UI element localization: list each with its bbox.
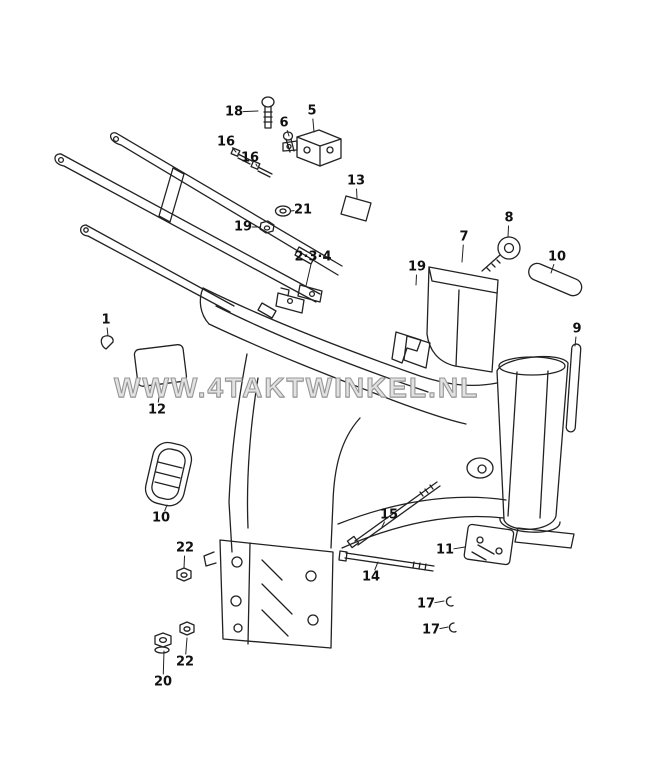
part-label-6: 6: [279, 115, 289, 131]
leader-line-22: [184, 556, 185, 568]
leader-line-5: [313, 119, 314, 132]
bolt-18-shaft: [264, 106, 272, 128]
part-label-9: 9: [572, 321, 582, 337]
rear-rails: [55, 133, 342, 318]
leader-line-7: [462, 245, 463, 262]
small-hardware: [155, 524, 514, 653]
part-label-5: 5: [307, 103, 317, 119]
knob-8: [498, 237, 520, 259]
nut-22b: [180, 622, 194, 635]
pad-12: [134, 344, 187, 387]
badge-10-left: [143, 440, 195, 509]
leader-line-11: [454, 547, 465, 549]
leader-lines: [107, 111, 576, 674]
battery-box: [392, 237, 520, 372]
part-label-22: 22: [175, 654, 195, 670]
part-label-11: 11: [435, 542, 455, 558]
plate-13: [341, 196, 371, 221]
part-label-16: 16: [240, 150, 260, 166]
leader-line-14: [375, 562, 378, 570]
strip-10-right: [526, 261, 584, 299]
part-label-18: 18: [224, 104, 244, 120]
part-label-17: 17: [421, 622, 441, 638]
leader-line-18: [243, 111, 258, 112]
bolt-15: [355, 482, 440, 545]
leader-line-10: [165, 505, 167, 511]
part-label-19: 19: [233, 219, 253, 235]
part-label-15: 15: [379, 507, 399, 523]
bolt-16b: [251, 161, 260, 169]
leader-line-20: [163, 651, 164, 674]
part-label-8: 8: [504, 210, 514, 226]
leader-line-10: [551, 264, 554, 273]
clip-17a: [446, 597, 453, 606]
main-frame: [200, 288, 574, 648]
part-label-17: 17: [416, 596, 436, 612]
long-bolts: [339, 482, 440, 571]
part-label-2·3·4: 2·3·4: [294, 249, 332, 265]
head-tube: [497, 357, 568, 530]
part-label-19: 19: [407, 259, 427, 275]
leader-line-12: [158, 390, 160, 402]
leader-line-22: [186, 638, 187, 654]
leader-line-19: [416, 275, 417, 285]
plate-11: [464, 524, 514, 565]
part-label-14: 14: [361, 569, 381, 585]
bolt-18-head: [262, 97, 274, 107]
part-label-7: 7: [459, 229, 469, 245]
part-label-21: 21: [293, 202, 313, 218]
clip-17b: [449, 623, 456, 632]
seat-brackets: [276, 285, 322, 313]
part-label-16: 16: [216, 134, 236, 150]
leader-line-9: [575, 337, 576, 346]
leader-line-16: [232, 148, 236, 152]
part-label-22: 22: [175, 540, 195, 556]
leader-line-17: [440, 627, 448, 629]
leader-line-16: [256, 164, 257, 166]
part-label-10: 10: [151, 510, 171, 526]
bolt-16a: [231, 148, 240, 156]
part-label-10: 10: [547, 249, 567, 265]
part-label-1: 1: [101, 312, 111, 328]
leader-line-2·3·4: [306, 265, 311, 286]
leader-line-6: [287, 130, 289, 136]
part-label-20: 20: [153, 674, 173, 690]
leader-line-1: [107, 328, 108, 336]
part-label-13: 13: [346, 173, 366, 189]
strip-9: [566, 344, 581, 432]
leader-line-15: [382, 522, 384, 527]
part-label-12: 12: [147, 402, 167, 418]
nut-19a: [260, 221, 274, 233]
leader-line-17: [435, 601, 444, 603]
engine-plates: [220, 540, 333, 648]
nut-20: [155, 633, 171, 647]
leader-line-8: [508, 226, 509, 237]
trim-parts: [101, 261, 584, 509]
